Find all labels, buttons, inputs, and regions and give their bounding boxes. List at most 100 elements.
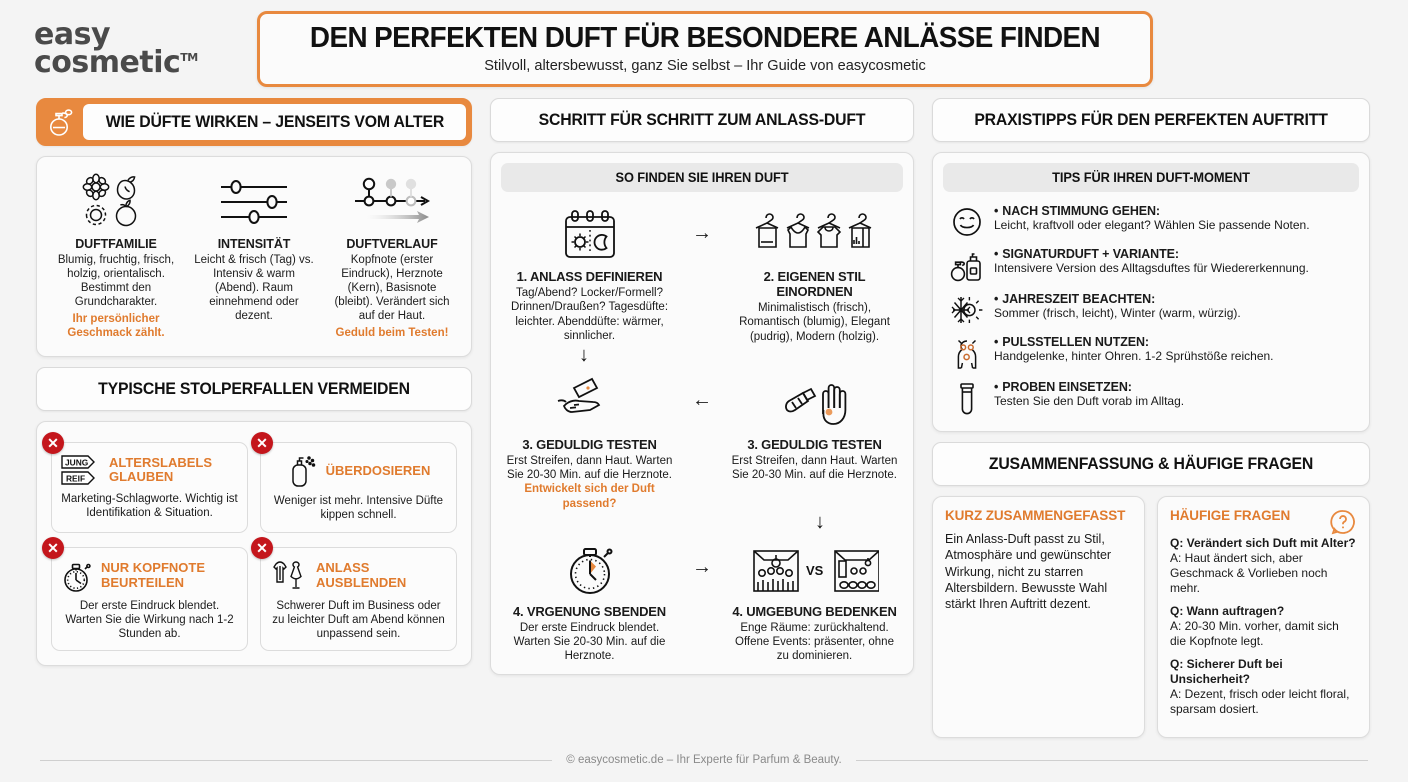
faq-answer: A: Dezent, frisch oder leicht floral, sp… [1170, 687, 1350, 716]
left-section-band: WIE DÜFTE WIRKEN – JENSEITS VOM ALTER [36, 98, 472, 146]
tip-heading: •JAHRESZEIT BEACHTEN: [994, 292, 1156, 306]
faq-question: Q: Wann auftragen? [1170, 604, 1285, 618]
column-left: WIE DÜFTE WIRKEN – JENSEITS VOM ALTER [36, 98, 472, 667]
summary-band: ZUSAMMENFASSUNG & HÄUFIGE FRAGEN [932, 442, 1370, 486]
pitfall-text: Schwerer Duft im Business oder zu leicht… [272, 599, 445, 641]
close-icon: ✕ [42, 536, 64, 559]
sliders-icon [190, 171, 318, 233]
tip-heading: •PULSSTELLEN NUTZEN: [994, 335, 1149, 349]
pitfall-heading: ALTERSLABELS GLAUBEN [109, 454, 213, 485]
pitfalls-title: TYPISCHE STOLPERFALLEN VERMEIDEN [98, 379, 410, 399]
basics-text: Kopfnote (erster Eindruck), Herznote (Ke… [334, 254, 450, 323]
column-right: PRAXISTIPPS FÜR DEN PERFEKTEN AUFTRITT T… [932, 98, 1370, 738]
stopwatch-icon [505, 537, 674, 599]
spray-on-hand-icon [730, 370, 899, 432]
basics-item-duftverlauf: DUFTVERLAUF Kopfnote (erster Eindruck), … [325, 171, 459, 340]
faq-question: Q: Sicherer Duft bei Unsicherheit? [1170, 657, 1283, 686]
title-box: DEN PERFEKTEN DUFT FÜR BESONDERE ANLÄSSE… [257, 11, 1153, 87]
faq-item: Q: Verändert sich Duft mit Alter? A: Hau… [1170, 536, 1357, 596]
column-middle: SCHRITT FÜR SCHRITT ZUM ANLASS-DUFT SO F… [490, 98, 914, 675]
step-text: Enge Räume: zurückhaltend. Offene Events… [735, 621, 894, 663]
summary-card: KURZ ZUSAMMENGEFASST Ein Anlass-Duft pas… [932, 496, 1145, 738]
step-text: Erst Streifen, dann Haut. Warten Sie 20-… [731, 454, 898, 481]
faq-question: Q: Verändert sich Duft mit Alter? [1170, 536, 1356, 550]
tip-item: •PROBEN EINSETZEN: Testen Sie den Duft v… [947, 380, 1355, 417]
tip-body: •NACH STIMMUNG GEHEN: Leicht, kraftvoll … [994, 204, 1355, 233]
step-heading: 4. UMGEBUNG BEDENKEN [732, 603, 897, 619]
trademark-mark: TM [180, 51, 198, 64]
question-bubble-icon [1329, 508, 1357, 536]
basics-heading: DUFTFAMILIE [75, 237, 157, 251]
tip-text: Testen Sie den Duft vorab im Alltag. [994, 394, 1185, 408]
faq-heading: HÄUFIGE FRAGEN [1170, 508, 1291, 523]
tips-subtitle: TIPS FÜR IHREN DUFT-MOMENT [1052, 170, 1250, 185]
svg-text:REIF: REIF [66, 473, 85, 483]
svg-text:VS: VS [806, 563, 824, 578]
pitfall-head-row: ANLASS AUSBLENDEN [269, 558, 448, 594]
summary-text: Ein Anlass-Duft passt zu Stil, Atmosphär… [945, 532, 1112, 611]
tips-card: TIPS FÜR IHREN DUFT-MOMENT •NACH STI [932, 152, 1370, 432]
sample-vial-icon [947, 380, 987, 417]
steps-subtitle: SO FINDEN SIE IHREN DUFT [615, 170, 789, 185]
step-heading: 3. GEDULDIG TESTEN [522, 436, 657, 452]
step-text: Minimalistisch (frisch), Romantisch (blu… [739, 302, 890, 343]
crowd-vs-open-icon: VS [730, 537, 899, 599]
arrow-right-icon: → [692, 221, 712, 244]
basics-text: Leicht & frisch (Tag) vs. Intensiv & war… [194, 254, 314, 323]
basics-accent: Geduld beim Testen! [335, 327, 449, 340]
tip-body: •JAHRESZEIT BEACHTEN: Sommer (frisch, le… [994, 292, 1355, 321]
arrow-down-icon: ↓ [579, 343, 589, 366]
faq-header: HÄUFIGE FRAGEN [1170, 508, 1357, 536]
page-header: easy cosmeticTM DEN PERFEKTEN DUFT FÜR B… [0, 0, 1408, 98]
faq-answer: A: 20-30 Min. vorher, damit sich die Kop… [1170, 619, 1339, 648]
arrow-down-icon: ↓ [815, 510, 825, 533]
tip-text: Handgelenke, hinter Ohren. 1-2 Sprühstöß… [994, 349, 1274, 363]
basics-item-duftfamilie: DUFTFAMILIE Blumig, fruchtig, frisch, ho… [49, 171, 183, 340]
tip-body: •PULSSTELLEN NUTZEN: Handgelenke, hinter… [994, 335, 1355, 364]
step-4-right: VS [726, 537, 903, 664]
tip-body: •PROBEN EINSETZEN: Testen Sie den Duft v… [994, 380, 1355, 409]
pitfall-text: Weniger ist mehr. Intensive Düfte kippen… [273, 495, 444, 522]
tip-heading: •NACH STIMMUNG GEHEN: [994, 204, 1160, 218]
faq-item: Q: Wann auftragen? A: 20-30 Min. vorher,… [1170, 604, 1357, 649]
columns-container: WIE DÜFTE WIRKEN – JENSEITS VOM ALTER [0, 98, 1408, 738]
summary-heading: KURZ ZUSAMMENGEFASST [945, 508, 1126, 523]
footer-text: © easycosmetic.de – Ihr Experte für Parf… [566, 754, 842, 766]
step-text: Der erste Eindruck blendet. Warten Sie 2… [513, 621, 666, 663]
tip-body: •SIGNATURDUFT + VARIANTE: Intensivere Ve… [994, 247, 1355, 276]
step-1: 1. ANLASS DEFINIEREN Tag/Abend? Locker/F… [501, 202, 678, 343]
tip-item: •PULSSTELLEN NUTZEN: Handgelenke, hinter… [947, 335, 1355, 372]
clothing-icon [269, 558, 309, 594]
pitfall-heading: ANLASS AUSBLENDEN [316, 560, 407, 590]
pitfall-heading: ÜBERDOSIEREN [325, 462, 431, 478]
right-section-title: PRAXISTIPPS FÜR DEN PERFEKTEN AUFTRITT [974, 110, 1328, 129]
steps-row-2: 3. GEDULDIG TESTEN Erst Streifen, dann H… [501, 366, 903, 511]
close-icon: ✕ [42, 432, 64, 455]
page-footer: © easycosmetic.de – Ihr Experte für Parf… [0, 738, 1408, 782]
step-heading: 3. GEDULDIG TESTEN [747, 436, 882, 452]
tip-item: •SIGNATURDUFT + VARIANTE: Intensivere Ve… [947, 247, 1355, 284]
pitfall-head-row: NUR KOPFNOTE BEURTEILEN [60, 558, 239, 594]
footer-divider-left [40, 759, 553, 761]
clothes-hangers-icon [730, 202, 899, 264]
step-text: Erst Streifen, dann Haut. Warten Sie 20-… [506, 454, 673, 481]
fragrance-basics-trio: DUFTFAMILIE Blumig, fruchtig, frisch, ho… [47, 167, 461, 346]
test-strip-hand-icon [505, 370, 674, 432]
step-text: Tag/Abend? Locker/Formell? Drinnen/Drauß… [510, 287, 669, 342]
pitfall-head-row: ÜBERDOSIEREN [269, 453, 448, 489]
basics-heading: DUFTVERLAUF [346, 237, 438, 251]
sun-snowflake-icon [947, 292, 987, 327]
faq-answer: A: Haut ändert sich, aber Geschmack & Vo… [1170, 551, 1328, 595]
brand-line-1: easy [34, 16, 111, 52]
brand-logo: easy cosmeticTM [24, 16, 249, 77]
right-section-band: PRAXISTIPPS FÜR DEN PERFEKTEN AUFTRITT [932, 98, 1370, 142]
two-bottles-icon [947, 247, 987, 284]
pitfall-head-row: JUNG REIF ALTERSLABELS GLAUBEN [60, 453, 239, 487]
fragrance-basics-card: DUFTFAMILIE Blumig, fruchtig, frisch, ho… [36, 156, 472, 358]
tip-text: Sommer (frisch, leicht), Winter (warm, w… [994, 306, 1241, 320]
tip-heading: •PROBEN EINSETZEN: [994, 380, 1132, 394]
middle-section-title: SCHRITT FÜR SCHRITT ZUM ANLASS-DUFT [538, 110, 866, 129]
pitfall-item: ✕ [42, 536, 248, 652]
basics-item-intensitaet: INTENSITÄT Leicht & frisch (Tag) vs. Int… [187, 171, 321, 340]
